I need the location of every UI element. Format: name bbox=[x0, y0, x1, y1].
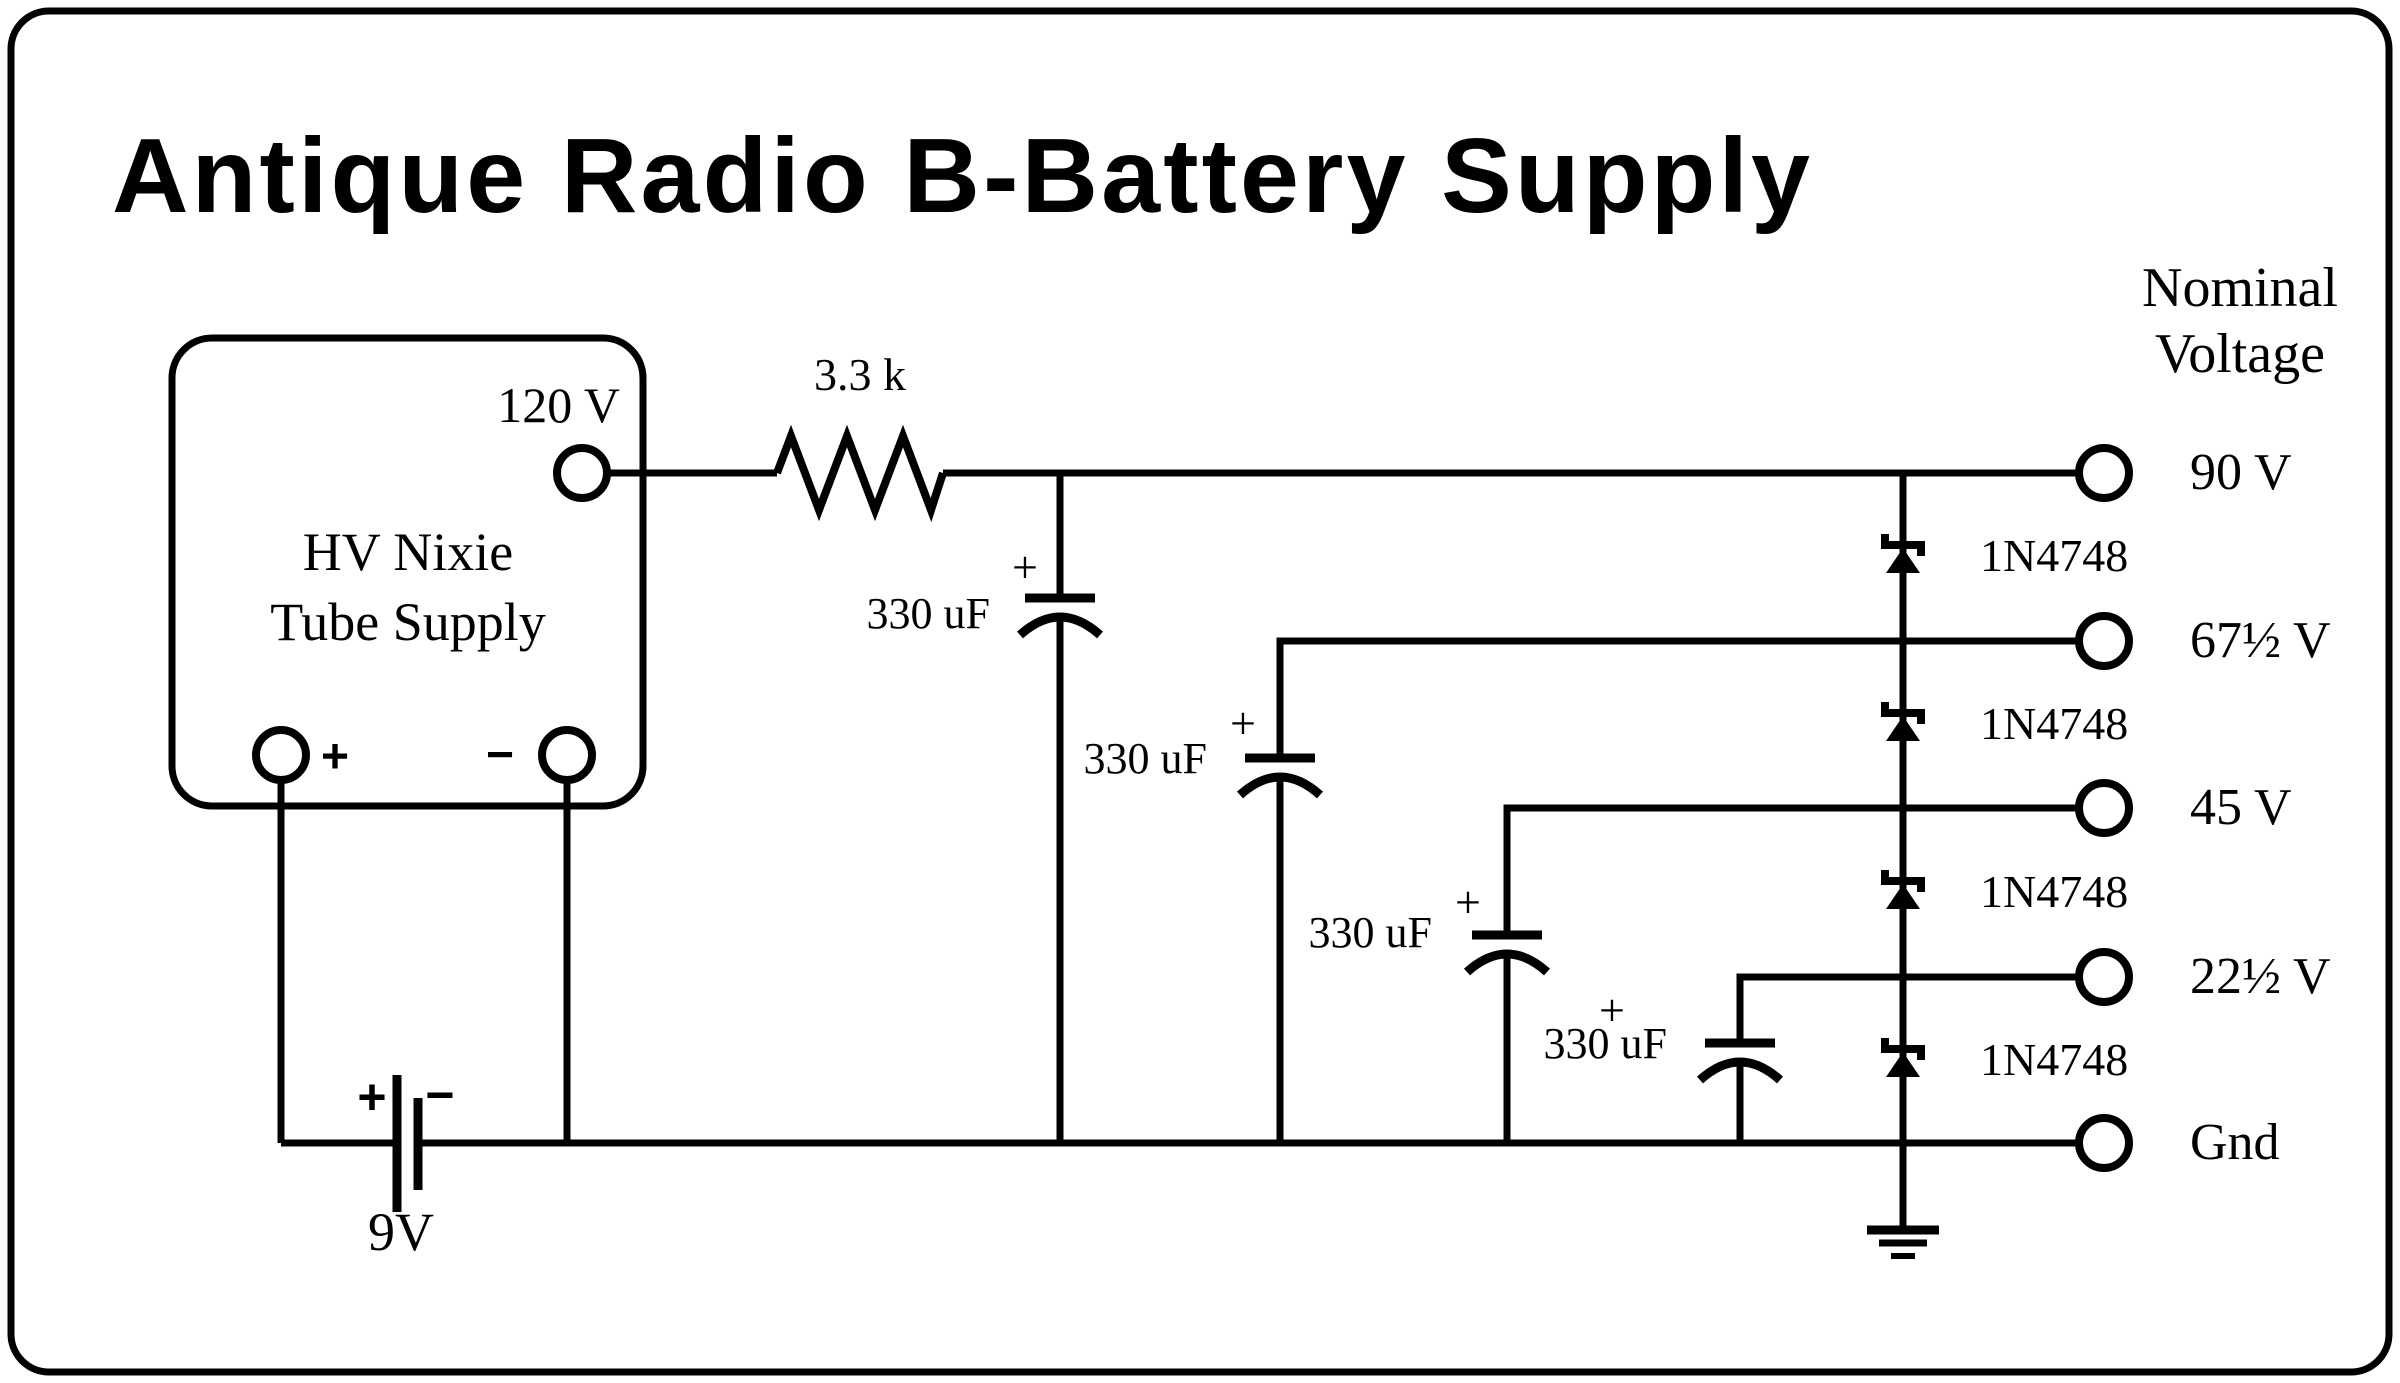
nominal-voltage-header-line1: Nominal bbox=[2142, 257, 2338, 319]
zener-4-label: 1N4748 bbox=[1980, 1034, 2128, 1085]
supply-box-label-line1: HV Nixie bbox=[303, 522, 514, 582]
capacitor-2-label: 330 uF bbox=[1084, 734, 1207, 783]
page-title: Antique Radio B-Battery Supply bbox=[112, 117, 1810, 235]
battery-plus-marker: + bbox=[357, 1069, 386, 1125]
wire-67v-rail-cap2-leads bbox=[1276, 637, 2079, 1143]
hv-nixie-supply-box: HV Nixie Tube Supply 120 V + − bbox=[168, 334, 647, 810]
wire-45v-rail-cap3-leads bbox=[1503, 804, 2079, 1143]
terminal-67v bbox=[2075, 612, 2133, 670]
capacitor-2-plus-marker: + bbox=[1230, 698, 1256, 749]
capacitor-3: + 330 uF bbox=[1309, 877, 1547, 973]
terminal-90v-label: 90 V bbox=[2190, 444, 2292, 501]
wire-22v-rail-cap4-leads bbox=[1736, 973, 2079, 1143]
supply-minus-marker: − bbox=[486, 729, 514, 782]
capacitor-3-plus-marker: + bbox=[1455, 877, 1481, 928]
resistor-label: 3.3 k bbox=[814, 349, 906, 400]
zener-chain: 1N4748 1N4748 1N4748 1N4748 bbox=[1885, 530, 2128, 1085]
capacitor-3-label: 330 uF bbox=[1309, 908, 1432, 957]
terminal-gnd bbox=[2075, 1114, 2133, 1172]
terminal-22v bbox=[2075, 948, 2133, 1006]
capacitor-4-plus-marker: + bbox=[1599, 985, 1625, 1036]
zener-2-label: 1N4748 bbox=[1980, 698, 2128, 749]
battery: + − 9V bbox=[357, 1067, 454, 1262]
capacitor-4: + 330 uF bbox=[1544, 985, 1780, 1081]
battery-minus-marker: − bbox=[425, 1067, 454, 1123]
capacitor-4-label: 330 uF bbox=[1544, 1019, 1667, 1068]
supply-box-label-line2: Tube Supply bbox=[270, 592, 546, 652]
terminal-45v-label: 45 V bbox=[2190, 779, 2292, 836]
terminal-90v bbox=[2075, 444, 2133, 502]
supply-120v-label: 120 V bbox=[497, 377, 620, 433]
terminal-120v bbox=[553, 444, 611, 502]
capacitor-2: + 330 uF bbox=[1084, 698, 1320, 796]
output-terminals: Nominal Voltage 90 V 67½ V 45 V 22½ V Gn… bbox=[2075, 257, 2338, 1172]
capacitor-1-label: 330 uF bbox=[867, 589, 990, 638]
earth-ground-icon bbox=[1867, 1225, 1939, 1259]
supply-box-outline bbox=[168, 334, 647, 810]
terminal-22v-label: 22½ V bbox=[2190, 948, 2331, 1005]
terminal-supply-positive bbox=[252, 726, 310, 784]
capacitor-1: + 330 uF bbox=[867, 542, 1100, 639]
resistor-symbol bbox=[773, 424, 947, 523]
battery-label: 9V bbox=[368, 1202, 434, 1262]
zener-1-label: 1N4748 bbox=[1980, 530, 2128, 581]
zener-3-label: 1N4748 bbox=[1980, 866, 2128, 917]
wires bbox=[277, 469, 2079, 1230]
terminal-gnd-label: Gnd bbox=[2190, 1114, 2280, 1171]
terminal-67v-label: 67½ V bbox=[2190, 612, 2331, 669]
supply-plus-marker: + bbox=[321, 731, 349, 784]
terminal-45v bbox=[2075, 779, 2133, 837]
capacitor-1-plus-marker: + bbox=[1012, 542, 1038, 593]
nominal-voltage-header-line2: Voltage bbox=[2155, 323, 2325, 385]
terminal-supply-negative bbox=[538, 726, 596, 784]
resistor: 3.3 k bbox=[773, 349, 947, 523]
